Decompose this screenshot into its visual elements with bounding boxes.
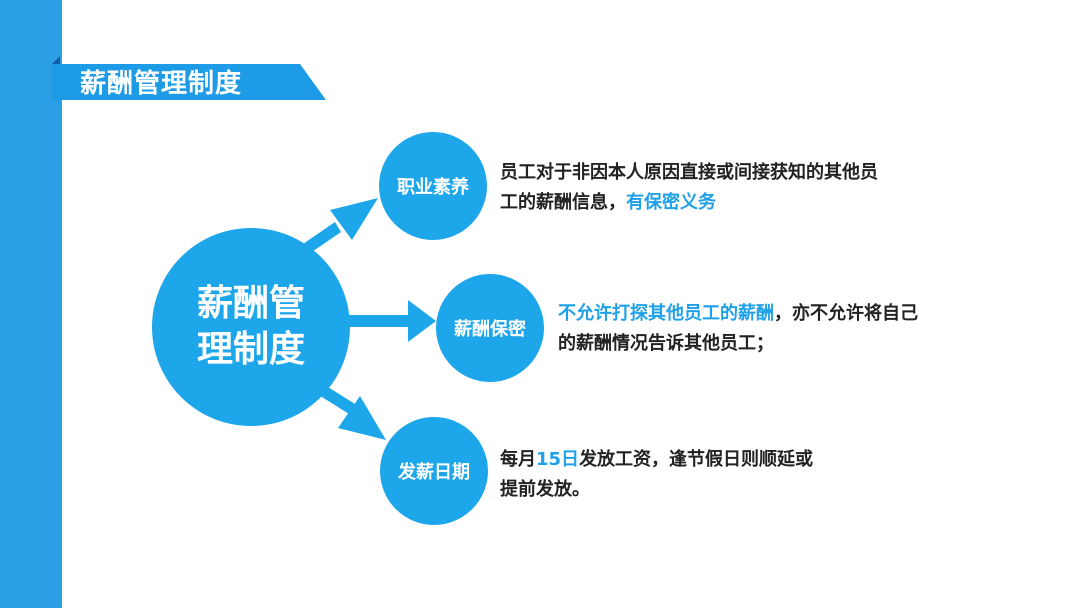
hub-label: 薪酬管理制度 bbox=[196, 283, 305, 370]
desc-highlight: 15日 bbox=[536, 449, 580, 470]
node-description-salary-confidentiality: 不允许打探其他员工的薪酬，亦不允许将自己的薪酬情况告诉其他员工； bbox=[558, 299, 918, 359]
arrow-to-node-1 bbox=[300, 198, 378, 256]
left-accent-bar bbox=[0, 0, 62, 608]
node-circle-career-ethics: 职业素养 bbox=[379, 132, 487, 240]
title-banner-shape bbox=[52, 56, 326, 100]
desc-text: ，亦不允许将自己的薪酬情况告诉其他员工； bbox=[558, 303, 918, 354]
desc-text: 每月 bbox=[500, 449, 536, 470]
node-description-career-ethics: 员工对于非因本人原因直接或间接获知的其他员工的薪酬信息，有保密义务 bbox=[500, 158, 880, 218]
desc-highlight: 有保密义务 bbox=[626, 192, 716, 213]
arrow-to-node-2 bbox=[345, 300, 436, 342]
node-circle-payday: 发薪日期 bbox=[380, 417, 488, 525]
node-label: 发薪日期 bbox=[398, 462, 470, 483]
desc-text: 发放工资，逢节假日则顺延或提前发放。 bbox=[500, 449, 814, 500]
node-label: 职业素养 bbox=[397, 177, 469, 198]
hub-circle: 薪酬管理制度 bbox=[152, 228, 350, 426]
node-label: 薪酬保密 bbox=[454, 319, 526, 340]
node-circle-salary-confidentiality: 薪酬保密 bbox=[436, 274, 544, 382]
desc-text: 员工对于非因本人原因直接或间接获知的其他员工的薪酬信息， bbox=[500, 162, 878, 213]
desc-highlight: 不允许打探其他员工的薪酬 bbox=[558, 303, 774, 324]
title-banner: 薪酬管理制度 bbox=[52, 56, 326, 100]
node-description-payday: 每月15日发放工资，逢节假日则顺延或提前发放。 bbox=[500, 445, 820, 505]
page-title: 薪酬管理制度 bbox=[80, 69, 243, 99]
